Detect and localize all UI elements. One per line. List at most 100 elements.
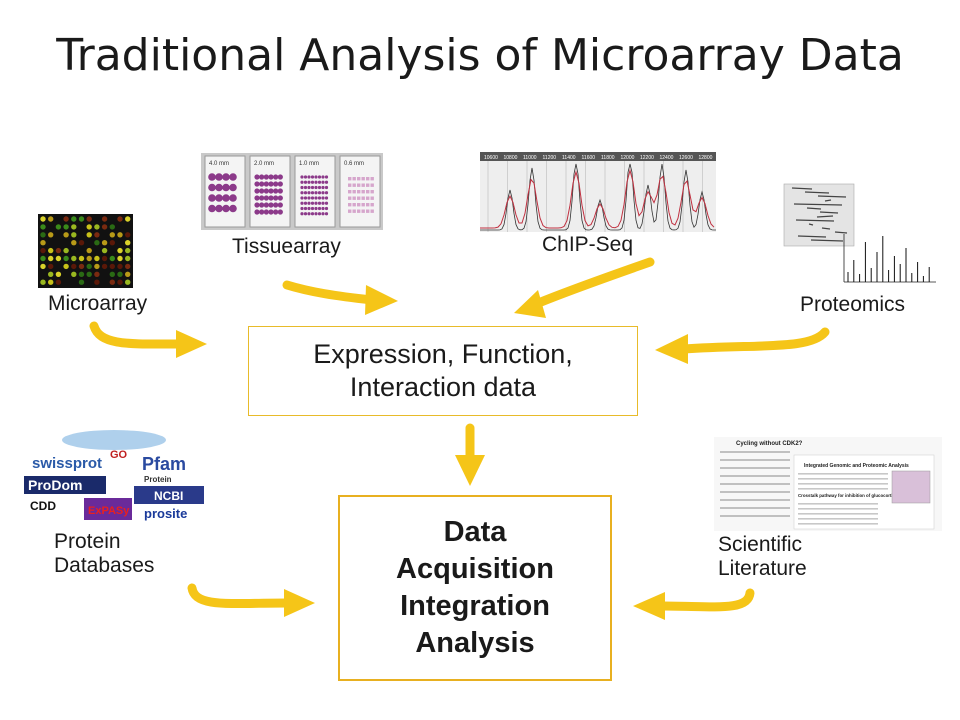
microarray-spot: [71, 263, 77, 270]
tissue-core: [317, 212, 322, 216]
tissue-core: [361, 190, 365, 194]
tissue-core: [222, 183, 230, 192]
tissue-core: [321, 212, 325, 216]
arrow-literature: [657, 588, 755, 612]
microarray-spot: [55, 255, 62, 262]
tissue-core: [277, 195, 283, 201]
tissue-core: [361, 177, 365, 181]
tissue-core: [317, 185, 322, 190]
box-line: Integration: [400, 590, 550, 622]
literature-text-line: [798, 513, 878, 515]
db-logo-expasy-bg: [84, 498, 132, 520]
microarray-spot: [63, 232, 69, 238]
tissue-core: [321, 191, 325, 195]
microarray-spot: [101, 240, 108, 246]
tissue-core: [222, 204, 230, 213]
microarray-spot: [109, 271, 116, 277]
tissue-core: [229, 183, 237, 192]
tissue-core: [222, 194, 230, 202]
arrow-chipseq: [531, 257, 655, 309]
tissue-core: [352, 177, 356, 181]
chip-axis-tick: 12600: [679, 155, 693, 161]
tissue-core: [357, 183, 361, 187]
literature-text-line: [720, 491, 790, 493]
microarray-spot: [40, 240, 46, 246]
tissue-core: [310, 196, 315, 200]
db-logo-pfam: Pfam: [142, 454, 186, 474]
tissue-core: [222, 173, 230, 181]
microarray-spot: [86, 216, 92, 222]
label-scientific-literature: Scientific Literature: [718, 533, 807, 581]
microarray-spot: [40, 247, 46, 254]
microarray-spot: [55, 271, 62, 277]
tissue-core: [208, 194, 216, 202]
arrow-microarray: [89, 321, 185, 349]
microarray-spot: [78, 255, 85, 262]
tissue-core: [310, 191, 315, 195]
microarray-spot: [117, 255, 123, 262]
tissue-core: [215, 194, 223, 202]
db-logo-ncbi-bg: [134, 486, 204, 504]
db-logo-ncbi: NCBI: [154, 489, 183, 503]
microarray-spot: [94, 271, 100, 277]
tissue-core: [324, 185, 329, 190]
microarray-spot: [109, 279, 116, 285]
microarray-spot: [94, 232, 100, 238]
label-proteomics: Proteomics: [800, 293, 906, 316]
literature-text-line: [798, 473, 888, 475]
tissue-core: [300, 196, 304, 200]
microarray-spot: [78, 240, 85, 246]
tissue-core: [259, 209, 265, 215]
microarray-spot: [117, 216, 123, 222]
proteomics-gel-band: [817, 195, 847, 198]
tissue-core: [352, 183, 356, 187]
microarray-spot: [125, 271, 131, 277]
tissue-core: [370, 183, 374, 187]
label-line: Databases: [54, 554, 155, 577]
tissue-core: [317, 206, 322, 211]
microarray-spot: [86, 263, 92, 270]
microarray-spot: [63, 216, 69, 222]
tissue-core: [314, 180, 318, 184]
literature-text-line: [720, 467, 790, 469]
microarray-spot: [117, 271, 123, 277]
microarray-spot: [55, 279, 62, 285]
tissue-core: [361, 183, 365, 187]
literature-heading: Integrated Genomic and Proteomic Analysi…: [804, 463, 909, 469]
tissue-core: [357, 203, 361, 207]
tissue-core: [273, 181, 279, 187]
tissue-core: [229, 194, 237, 202]
tissue-core: [300, 180, 304, 184]
label-chipseq: ChIP-Seq: [542, 233, 634, 256]
tissue-core: [310, 212, 315, 216]
tissue-core: [268, 188, 274, 194]
microarray-spot: [125, 263, 131, 270]
label-microarray: Microarray: [48, 292, 148, 315]
chip-signal-red: [480, 168, 715, 229]
tissue-core: [300, 185, 304, 190]
microarray-spot: [71, 240, 77, 246]
tissue-core: [259, 195, 265, 201]
literature-text-line: [798, 483, 888, 485]
tissue-core: [215, 173, 223, 181]
arrowhead-microarray: [176, 330, 207, 358]
tissue-core: [321, 180, 325, 184]
arrowhead-tissuearray: [365, 285, 398, 315]
label-protein-databases: Protein Databases: [54, 530, 154, 578]
tissue-core: [348, 209, 352, 213]
tissue-core: [303, 191, 308, 195]
tissue-core: [348, 190, 352, 194]
tissue-core: [370, 209, 374, 213]
literature-text-line: [720, 499, 790, 501]
tissue-core: [300, 191, 304, 195]
tissue-core: [366, 196, 370, 200]
microarray-spot: [109, 263, 116, 270]
chip-signal-black: [480, 163, 716, 231]
proteomics-gel-band: [795, 219, 835, 222]
tissue-core: [370, 190, 374, 194]
proteomics-gel-band: [834, 231, 848, 234]
tissue-core: [215, 204, 223, 213]
arrowhead-proteomics: [655, 334, 688, 364]
